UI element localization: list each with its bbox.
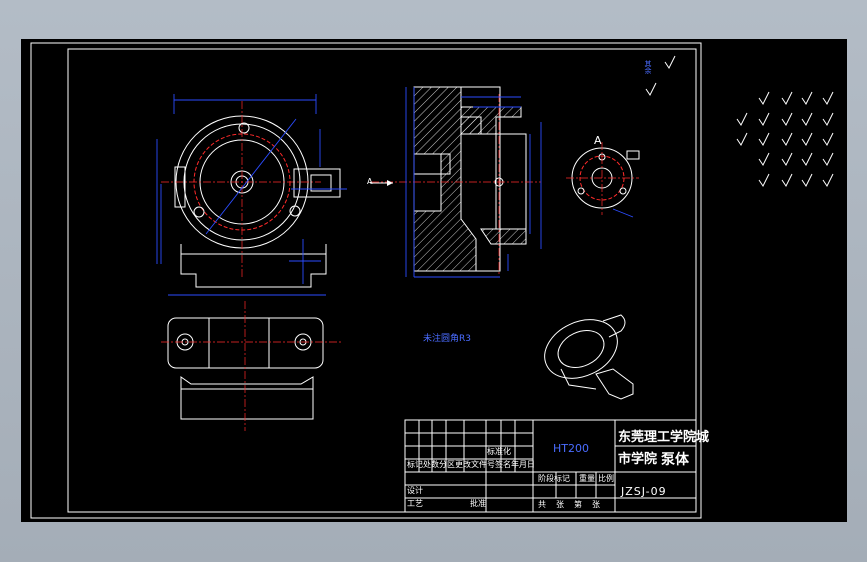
school-name-line2: 市学院 (618, 452, 658, 467)
sheet-total-label: 共 (538, 500, 546, 509)
view-a-label: A (594, 134, 602, 147)
part-name: 泵体 (661, 452, 689, 468)
inner-frame (67, 48, 697, 513)
stage-mark-label: 阶段标记 (538, 474, 570, 483)
fillet-note: 未注圆角R3 (423, 334, 471, 344)
front-view (156, 94, 347, 296)
material-text: HT200 (553, 442, 589, 455)
revision-header: 标记处数分区更改文件号签名年月日 (407, 460, 535, 469)
standardization-label: 标准化 (487, 447, 511, 456)
top-view (161, 301, 341, 431)
view-a (566, 142, 640, 218)
roughness-symbols (645, 55, 834, 187)
scale-label: 比例 (598, 474, 614, 483)
approve-label: 批准 (470, 499, 486, 508)
section-view (370, 86, 542, 278)
roughness-header: 其余 (644, 60, 652, 74)
drawing-number: JZSJ-09 (621, 485, 667, 498)
drawing-sheet: HT200 东莞理工学院城 市学院 泵体 JZSJ-09 标记处数分区更改文件号… (21, 39, 847, 522)
isometric-view (544, 314, 634, 400)
direction-arrow-label: A (367, 177, 373, 186)
outer-frame (30, 42, 702, 519)
sheet-no-label: 第 (574, 500, 582, 509)
weight-label: 重量 (579, 474, 595, 483)
design-label: 设计 (407, 486, 423, 495)
sheet-unit-label-2: 张 (592, 500, 600, 509)
drawing-canvas (30, 42, 834, 519)
title-block-grid (404, 419, 697, 513)
process-label: 工艺 (407, 499, 423, 508)
school-name-line1: 东莞理工学院城 (618, 430, 710, 445)
sheet-unit-label: 张 (556, 500, 564, 509)
